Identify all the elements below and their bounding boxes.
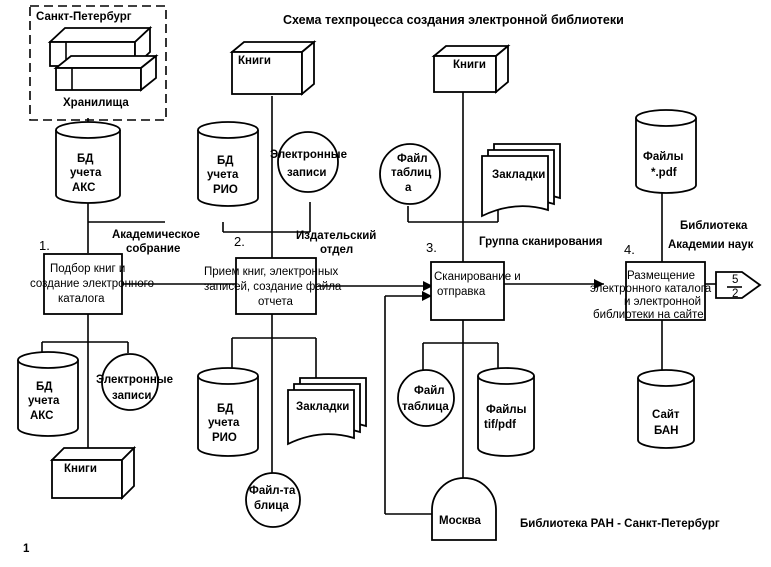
files-pdf-cylinder: Файлы *.pdf <box>635 109 697 194</box>
page-number: 1 <box>23 543 30 555</box>
bd-rio-bottom-line-2: учета <box>208 417 240 429</box>
stage-2-number: 2. <box>234 234 245 249</box>
stage-1: 1. Академическое собрание Подбор книг и … <box>30 229 200 315</box>
stage-3: 3. Группа сканирования Сканирование и от… <box>426 236 603 321</box>
site-ban-line-1: Сайт <box>652 409 680 421</box>
files-tif-line-1: Файлы <box>486 404 527 416</box>
diagram-title: Схема техпроцесса создания электронной б… <box>283 13 624 27</box>
stage-2-label-line-1: Прием книг, электронных <box>204 266 338 278</box>
books-2-box: Книги <box>229 40 317 96</box>
e-records-2-line-1: Электронные <box>270 149 347 161</box>
files-tif-line-2: tif/pdf <box>484 419 516 431</box>
storage-label: Хранилища <box>63 97 129 109</box>
books-3-box: Книги <box>431 44 511 94</box>
bd-aks-bottom-line-3: АКС <box>30 410 53 422</box>
file-table-3b-line-2: таблица <box>402 401 449 413</box>
stage-2: 2. Издательский отдел Прием книг, электр… <box>204 230 376 315</box>
offpage-connector-top: 5 <box>732 274 738 286</box>
bookmarks-2-stack: Закладки <box>287 377 367 446</box>
stage-3-owner-line-1: Группа сканирования <box>479 236 603 248</box>
bookmarks-3-stack: Закладки <box>481 143 561 218</box>
bd-aks-bottom-cylinder: БД учета АКС <box>17 351 79 437</box>
stage-4: 4. Библиотека Академии наук Размещение э… <box>590 220 754 321</box>
file-table-2-line-2: блица <box>254 500 289 512</box>
files-tif-pdf-cylinder: Файлы tif/pdf <box>477 367 535 457</box>
stage-3-number: 3. <box>426 240 437 255</box>
stage-1-owner-line-1: Академическое <box>112 229 200 241</box>
file-table-2-line-1: Файл-та <box>249 485 296 497</box>
offpage-connector: 5 2 <box>715 271 762 300</box>
e-records-1-line-1: Электронные <box>96 374 173 386</box>
connectors <box>41 92 716 515</box>
file-table-3-circle: Файл таблиц а <box>379 143 441 205</box>
moscow-node: Москва <box>431 477 497 541</box>
stage-2-owner-line-2: отдел <box>320 244 353 256</box>
storage-city-label: Санкт-Петербург <box>36 11 132 23</box>
storage-group: Санкт-Петербург Хранилища <box>29 5 167 121</box>
file-table-3-line-2: таблиц <box>391 167 431 179</box>
stage-1-label-line-1: Подбор книг и <box>50 263 125 275</box>
files-pdf-line-2: *.pdf <box>651 167 677 179</box>
bd-rio-bottom-line-1: БД <box>217 403 233 415</box>
site-ban-cylinder: Сайт БАН <box>637 369 695 449</box>
e-records-1-circle: Электронные записи <box>96 353 173 411</box>
stage-4-label-line-3: и электронной <box>624 296 701 308</box>
bd-rio-top-cylinder: БД учета РИО <box>197 121 259 207</box>
bd-aks-top-cylinder: БД учета АКС <box>55 121 121 204</box>
e-records-1-line-2: записи <box>112 390 151 402</box>
stage-3-label-line-1: Сканирование и <box>434 271 521 283</box>
stage-4-owner-line-1: Библиотека <box>680 220 748 232</box>
file-table-3-line-3: а <box>405 182 412 194</box>
stage-4-label-line-1: Размещение <box>627 270 695 282</box>
bd-rio-bottom-line-3: РИО <box>212 432 237 444</box>
file-table-3b-line-1: Файл <box>414 385 445 397</box>
books-3-label: Книги <box>453 59 486 71</box>
stage-2-label-line-3: отчета <box>258 296 294 308</box>
bd-rio-bottom-cylinder: БД учета РИО <box>197 367 259 457</box>
e-records-2-circle: Электронные записи <box>270 131 347 193</box>
books-2-label: Книги <box>238 55 271 67</box>
bookmarks-2-label: Закладки <box>296 401 349 413</box>
stage-3-label-line-2: отправка <box>437 286 486 298</box>
e-records-2-line-2: записи <box>287 167 326 179</box>
file-table-2-circle: Файл-та блица <box>245 472 301 528</box>
stage-1-label-line-2: создание электронного <box>30 278 154 290</box>
stage-4-label-line-2: электронного каталога <box>590 283 712 295</box>
stage-1-number: 1. <box>39 238 50 253</box>
bookmarks-3-label: Закладки <box>492 169 545 181</box>
stage-1-owner-line-2: собрание <box>126 243 180 255</box>
site-ban-line-2: БАН <box>654 425 678 437</box>
bd-rio-top-line-3: РИО <box>213 184 238 196</box>
footer-org: Библиотека РАН - Санкт-Петербург <box>520 518 720 530</box>
stage-1-label-line-3: каталога <box>58 293 105 305</box>
bd-aks-top-line-2: учета <box>70 167 102 179</box>
stage-4-label-line-4: библиотеки на сайте <box>593 309 704 321</box>
file-table-3b-circle: Файл таблица <box>397 369 455 427</box>
bd-rio-top-line-1: БД <box>217 155 233 167</box>
bd-aks-top-line-1: БД <box>77 153 93 165</box>
stage-2-label-line-2: записей, создание файла <box>204 281 342 293</box>
bd-aks-bottom-line-1: БД <box>36 381 52 393</box>
files-pdf-line-1: Файлы <box>643 151 684 163</box>
stage-4-owner-line-2: Академии наук <box>668 239 754 251</box>
books-1-box: Книги <box>49 445 137 501</box>
books-1-label: Книги <box>64 463 97 475</box>
file-table-3-line-1: Файл <box>397 153 428 165</box>
bd-rio-top-line-2: учета <box>207 169 239 181</box>
stage-2-owner-line-1: Издательский <box>296 230 376 242</box>
offpage-connector-bottom: 2 <box>732 288 738 300</box>
moscow-label: Москва <box>439 515 482 527</box>
bd-aks-bottom-line-2: учета <box>28 395 60 407</box>
stage-4-number: 4. <box>624 242 635 257</box>
bd-aks-top-line-3: АКС <box>72 182 95 194</box>
